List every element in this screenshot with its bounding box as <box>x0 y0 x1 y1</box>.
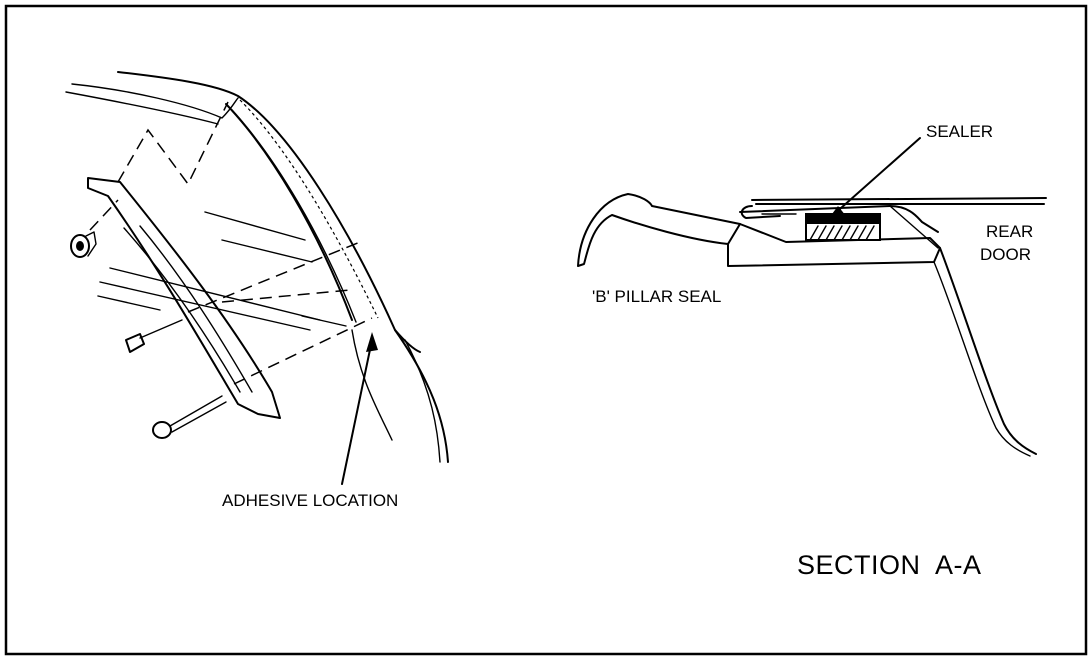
adhesive-location-label: ADHESIVE LOCATION <box>222 491 398 510</box>
door-line-4 <box>99 281 311 331</box>
alignment-dash-2 <box>187 241 361 313</box>
sealer-black-band <box>806 214 880 224</box>
body-panel-edge <box>394 329 449 463</box>
door-line-6 <box>301 315 347 327</box>
flange-hem <box>740 205 781 219</box>
body-panel-inner <box>404 339 441 463</box>
b-pillar-seal-label: 'B' PILLAR SEAL <box>592 287 721 306</box>
door-edge-line <box>351 329 393 441</box>
pillar-applique <box>87 177 281 419</box>
door-flange-line <box>889 205 939 249</box>
applique-inner-edge-2 <box>139 225 253 393</box>
door-line-1 <box>204 211 306 241</box>
drip-rail <box>65 91 219 125</box>
clip-nut-icon <box>70 231 97 258</box>
sealer-label: SEALER <box>926 122 993 141</box>
door-line-2 <box>221 239 313 263</box>
roof-outer-line <box>117 71 421 353</box>
page-border <box>4 4 1088 656</box>
rear-door-label-line2: DOOR <box>980 245 1031 264</box>
door-line-3 <box>109 267 321 321</box>
alignment-dash-4 <box>233 317 373 385</box>
alignment-dash-3 <box>221 289 351 303</box>
door-assembly-view <box>65 71 449 485</box>
sealer-pointer-arrow <box>826 137 921 222</box>
section-aa-view <box>577 137 1047 457</box>
rear-door-inner <box>933 261 1031 457</box>
adhesive-pointer-arrow <box>341 332 378 485</box>
rear-door-label-line1: REAR <box>986 222 1033 241</box>
alignment-dash-1 <box>117 101 229 186</box>
screw-icon <box>152 395 227 439</box>
sealer-hatching <box>809 225 875 241</box>
screw-icon <box>125 319 183 353</box>
door-line-5 <box>97 295 161 311</box>
b-pillar-seal <box>577 193 741 267</box>
rear-door-top-line <box>751 197 1047 201</box>
roof-inner-line <box>71 83 239 119</box>
adhesive-bead-line <box>239 99 379 319</box>
rear-door-skin <box>939 247 1037 455</box>
applique-inner-edge <box>123 227 241 393</box>
section-title: SECTION A-A <box>797 550 982 580</box>
alignment-dash-5 <box>89 199 119 231</box>
